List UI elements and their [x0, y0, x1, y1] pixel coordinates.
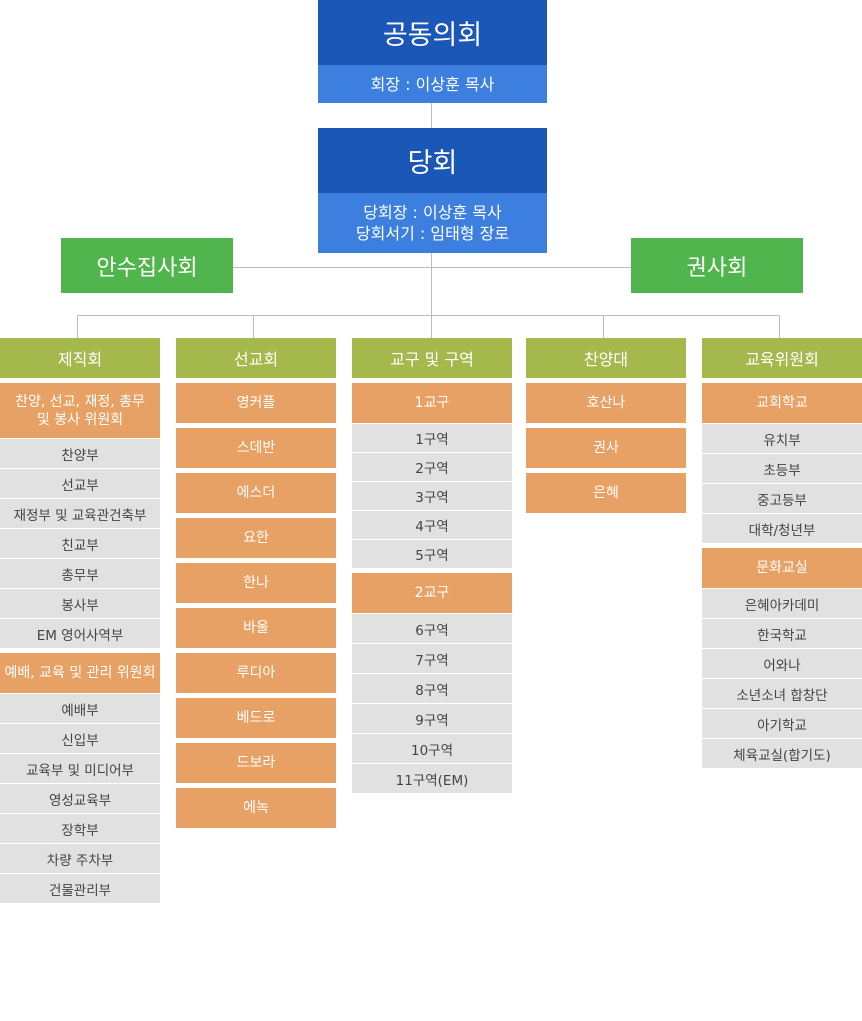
- list-item: EM 영어사역부: [0, 619, 160, 648]
- column-header: 찬양대: [526, 338, 686, 378]
- list-item: 차량 주차부: [0, 844, 160, 873]
- session-title: 당회: [318, 128, 547, 193]
- list-item: 8구역: [352, 674, 512, 703]
- list-item: 7구역: [352, 644, 512, 673]
- connector-line: [233, 267, 631, 268]
- connector-line: [779, 315, 780, 338]
- mission-group-box: 루디아: [176, 653, 336, 693]
- list-item: 선교부: [0, 469, 160, 498]
- mission-group-box: 영커플: [176, 383, 336, 423]
- mission-group-box: 한나: [176, 563, 336, 603]
- connector-line: [431, 315, 432, 338]
- connector-line: [603, 315, 604, 338]
- list-item: 아기학교: [702, 709, 862, 738]
- column-mission-society: 선교회 영커플 스데반 에스더 요한 한나 바울 루디아 베드로 드보라 에녹: [176, 338, 336, 828]
- choir-box: 권사: [526, 428, 686, 468]
- list-item: 친교부: [0, 529, 160, 558]
- mission-group-box: 바울: [176, 608, 336, 648]
- column-header: 제직회: [0, 338, 160, 378]
- mission-group-box: 요한: [176, 518, 336, 558]
- deacons-council-box: 안수집사회: [61, 238, 233, 293]
- committee-header: 찬양, 선교, 재정, 총무 및 봉사 위원회: [0, 383, 160, 438]
- mission-group-box: 스데반: [176, 428, 336, 468]
- list-item: 유치부: [702, 424, 862, 453]
- choir-box: 은혜: [526, 473, 686, 513]
- column-header: 선교회: [176, 338, 336, 378]
- mission-group-box: 에스더: [176, 473, 336, 513]
- session-clerk: 당회서기 : 임태형 장로: [355, 224, 510, 243]
- list-item: 6구역: [352, 614, 512, 643]
- list-item: 11구역(EM): [352, 764, 512, 793]
- list-item: 소년소녀 합창단: [702, 679, 862, 708]
- choir-box: 호산나: [526, 383, 686, 423]
- mission-group-box: 드보라: [176, 743, 336, 783]
- list-item: 초등부: [702, 454, 862, 483]
- list-item: 5구역: [352, 540, 512, 568]
- list-item: 체육교실(합기도): [702, 739, 862, 768]
- list-item: 4구역: [352, 511, 512, 539]
- list-item: 봉사부: [0, 589, 160, 618]
- column-header: 교구 및 구역: [352, 338, 512, 378]
- list-item: 어와나: [702, 649, 862, 678]
- mission-group-box: 에녹: [176, 788, 336, 828]
- list-item: 장학부: [0, 814, 160, 843]
- column-choir: 찬양대 호산나 권사 은혜: [526, 338, 686, 513]
- deaconess-council-box: 권사회: [631, 238, 803, 293]
- connector-line: [431, 103, 432, 128]
- connector-line: [77, 315, 780, 316]
- connector-line: [77, 315, 78, 338]
- list-item: 한국학교: [702, 619, 862, 648]
- list-item: 3구역: [352, 482, 512, 510]
- session-info: 당회장 : 이상훈 목사 당회서기 : 임태형 장로: [318, 193, 547, 253]
- list-item: 찬양부: [0, 439, 160, 468]
- list-item: 9구역: [352, 704, 512, 733]
- connector-line: [253, 315, 254, 338]
- list-item: 건물관리부: [0, 874, 160, 903]
- joint-assembly-info: 회장 : 이상훈 목사: [318, 65, 547, 103]
- list-item: 중고등부: [702, 484, 862, 513]
- list-item: 10구역: [352, 734, 512, 763]
- list-item: 영성교육부: [0, 784, 160, 813]
- list-item: 2구역: [352, 453, 512, 481]
- list-item: 대학/청년부: [702, 514, 862, 543]
- joint-assembly-chair: 회장 : 이상훈 목사: [370, 74, 495, 94]
- connector-line: [431, 253, 432, 315]
- education-group-header: 문화교실: [702, 548, 862, 588]
- parish-header: 1교구: [352, 383, 512, 423]
- list-item: 총무부: [0, 559, 160, 588]
- column-parishes: 교구 및 구역 1교구 1구역 2구역 3구역 4구역 5구역 2교구 6구역 …: [352, 338, 512, 793]
- list-item: 1구역: [352, 424, 512, 452]
- committee-header: 예배, 교육 및 관리 위원회: [0, 653, 160, 693]
- mission-group-box: 베드로: [176, 698, 336, 738]
- parish-header: 2교구: [352, 573, 512, 613]
- education-group-header: 교회학교: [702, 383, 862, 423]
- session-moderator: 당회장 : 이상훈 목사: [363, 203, 502, 222]
- column-header: 교육위원회: [702, 338, 862, 378]
- column-staff-council: 제직회 찬양, 선교, 재정, 총무 및 봉사 위원회 찬양부 선교부 재정부 …: [0, 338, 160, 903]
- list-item: 교육부 및 미디어부: [0, 754, 160, 783]
- list-item: 예배부: [0, 694, 160, 723]
- list-item: 은혜아카데미: [702, 589, 862, 618]
- column-education-committee: 교육위원회 교회학교 유치부 초등부 중고등부 대학/청년부 문화교실 은혜아카…: [702, 338, 862, 768]
- list-item: 재정부 및 교육관건축부: [0, 499, 160, 528]
- joint-assembly-title: 공동의회: [318, 0, 547, 65]
- list-item: 신입부: [0, 724, 160, 753]
